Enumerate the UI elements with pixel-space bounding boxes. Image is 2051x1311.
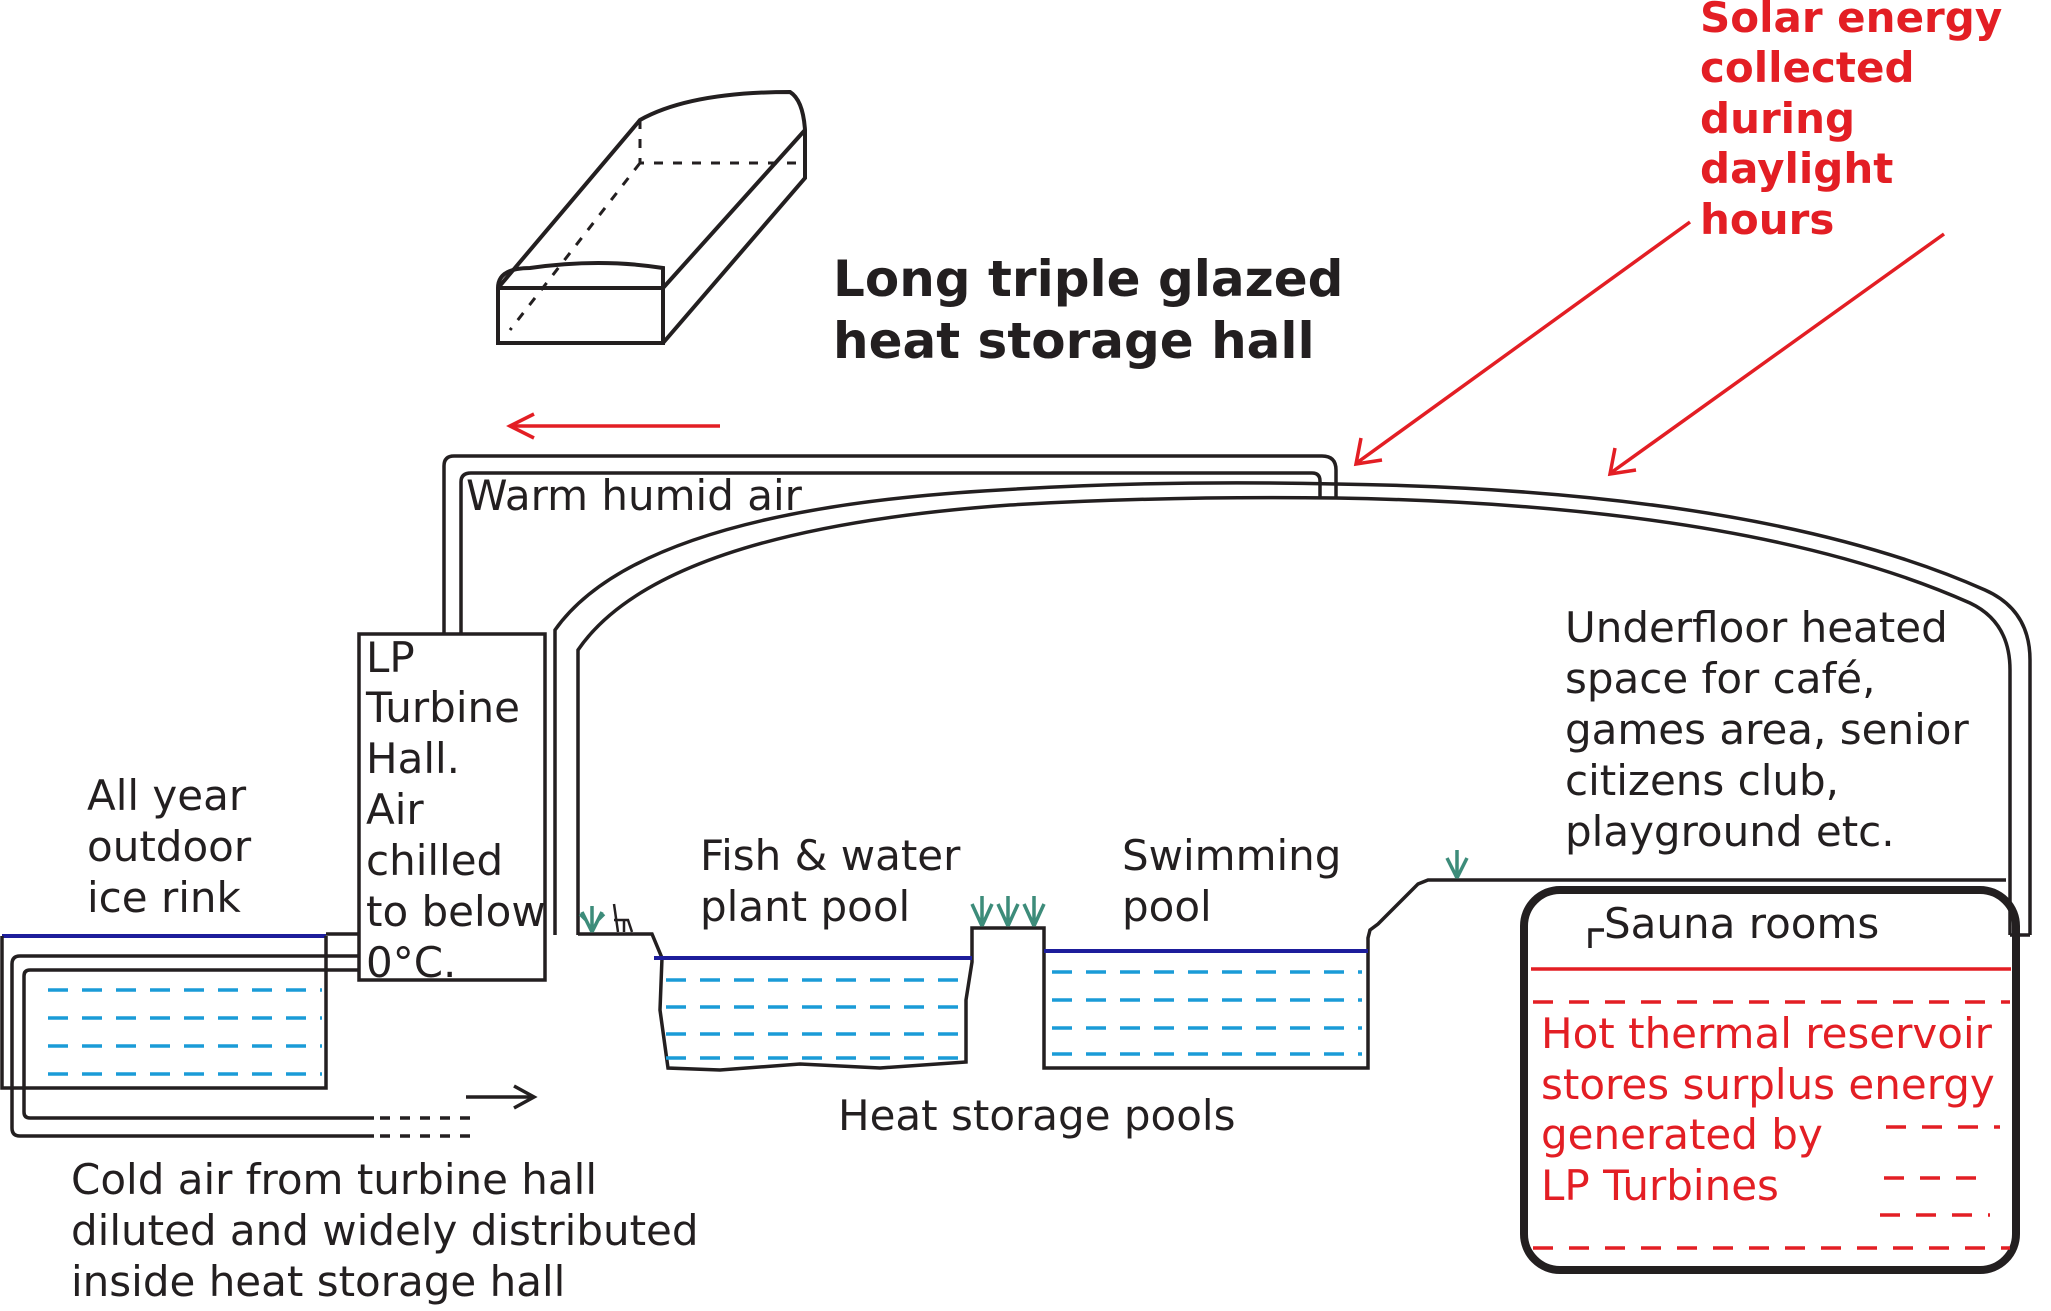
cold-air-line-2: diluted and widely distributed — [71, 1206, 699, 1255]
turbine-line-1: LP — [366, 633, 415, 682]
sauna-bracket — [1588, 928, 1604, 948]
ice-rink-line-1: All year — [87, 771, 247, 820]
cold-air-line-1: Cold air from turbine hall — [71, 1155, 597, 1204]
underfloor-line-4: citizens club, — [1565, 756, 1839, 805]
underfloor-label: Underfloor heated space for café, games … — [1565, 603, 1969, 856]
solar-arrow-left — [1353, 220, 1692, 467]
underfloor-line-2: space for café, — [1565, 654, 1875, 703]
turbine-line-4: Air — [366, 785, 424, 834]
turbine-line-5: chilled — [366, 836, 503, 885]
cold-air-pipe — [10, 954, 374, 1138]
cold-air-pipe-dashed — [380, 1116, 476, 1138]
solar-note-line-1: Solar energy — [1700, 0, 2002, 42]
sauna-label: Sauna rooms — [1604, 899, 1879, 948]
turbine-hall-label: LP Turbine Hall. Air chilled to below 0°… — [365, 633, 546, 987]
solar-note: Solar energy collected during daylight h… — [1700, 0, 2002, 244]
fish-pool-label: Fish & water plant pool — [700, 831, 961, 931]
turbine-hall-box — [357, 632, 547, 982]
swimming-pool-line-2: pool — [1122, 882, 1212, 931]
ice-rink-basin — [0, 932, 359, 1090]
underfloor-line-1: Underfloor heated — [1565, 603, 1948, 652]
ice-rink-water — [48, 988, 322, 1076]
solar-note-line-4: daylight — [1700, 144, 1893, 193]
reservoir-line-4: LP Turbines — [1541, 1161, 1779, 1210]
underfloor-line-5: playground etc. — [1565, 807, 1895, 856]
airflow-arrow — [506, 412, 720, 440]
ice-rink-line-3: ice rink — [87, 873, 242, 922]
turbine-line-7: 0°C. — [366, 938, 456, 987]
turbine-line-6: to below — [366, 887, 546, 936]
reservoir-line-2: stores surplus energy — [1541, 1060, 1995, 1109]
reservoir-line-3: generated by — [1541, 1110, 1823, 1159]
reservoir-label: Hot thermal reservoir stores surplus ene… — [1541, 1009, 1995, 1210]
heat-storage-pools-label: Heat storage pools — [838, 1091, 1235, 1140]
solar-note-line-5: hours — [1700, 195, 1834, 244]
reservoir-box — [1520, 886, 2020, 1274]
hall-model-sketch — [496, 89, 808, 345]
turbine-line-3: Hall. — [366, 734, 460, 783]
ice-rink-line-2: outdoor — [87, 822, 252, 871]
hall-title-line-2: heat storage hall — [833, 312, 1315, 370]
reservoir-line-1: Hot thermal reservoir — [1541, 1009, 1993, 1058]
cold-air-line-3: inside heat storage hall — [71, 1257, 565, 1306]
chair-icon — [612, 903, 634, 933]
ground-and-pools — [578, 878, 2006, 1072]
swimming-pool-label: Swimming pool — [1122, 831, 1341, 931]
fish-pool-water — [666, 978, 962, 1060]
swimming-pool-water — [1052, 970, 1362, 1056]
solar-note-line-2: collected — [1700, 43, 1915, 92]
warm-air-label: Warm humid air — [466, 471, 803, 520]
solar-note-line-3: during — [1700, 94, 1855, 143]
swimming-pool-line-1: Swimming — [1122, 831, 1341, 880]
cold-air-arrow — [466, 1084, 538, 1110]
turbine-line-2: Turbine — [365, 683, 520, 732]
cold-air-label: Cold air from turbine hall diluted and w… — [71, 1155, 699, 1306]
reservoir-hot-water — [1533, 1000, 2010, 1250]
fish-pool-line-2: plant pool — [700, 882, 910, 931]
hall-title-line-1: Long triple glazed — [833, 250, 1343, 308]
plant-icon — [578, 850, 1469, 933]
solar-arrow-right — [1607, 232, 1946, 477]
underfloor-line-3: games area, senior — [1565, 705, 1969, 754]
fish-pool-line-1: Fish & water — [700, 831, 961, 880]
warm-air-duct — [442, 454, 1338, 634]
ice-rink-label: All year outdoor ice rink — [87, 771, 252, 922]
